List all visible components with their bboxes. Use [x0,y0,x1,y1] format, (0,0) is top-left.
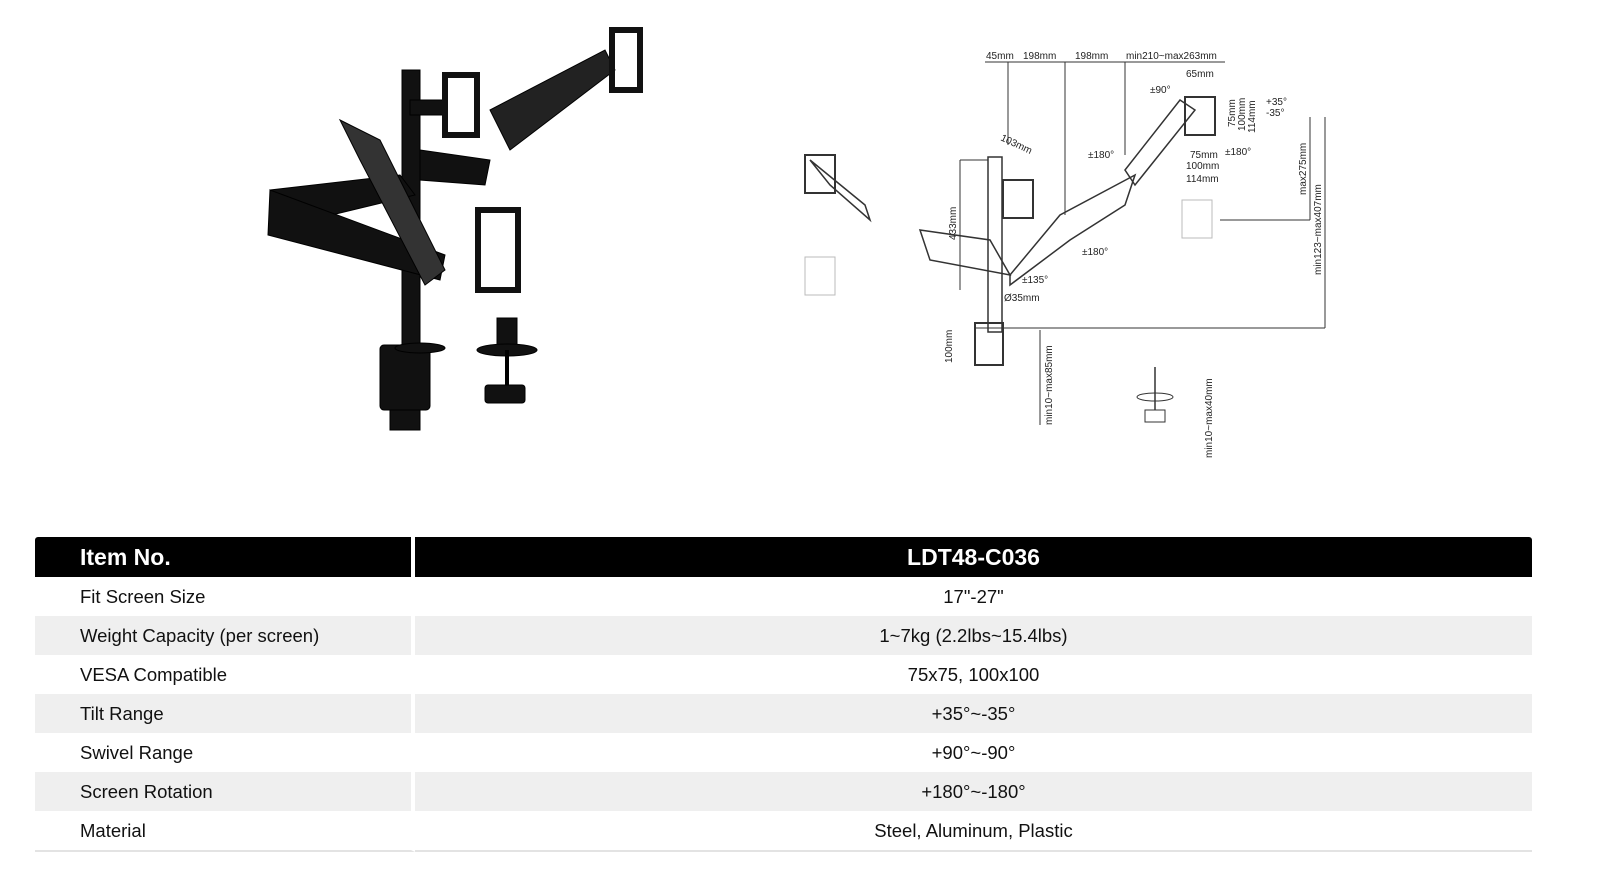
tilt-label: -35° [1266,108,1284,119]
rotation-label: ±180° [1082,247,1108,258]
dim-label: min210~max263mm [1126,51,1217,62]
dimension-drawing: 45mm 198mm 198mm min210~max263mm 65mm ±9… [804,51,1326,458]
dim-label: 198mm [1075,51,1108,62]
spec-value: 17"-27" [943,585,1004,607]
dim-label: 100mm [1237,98,1248,131]
spec-value: +35°~-35° [415,694,1532,733]
dim-label: 100mm [1186,161,1219,172]
dim-label: 100mm [944,330,955,363]
table-row: Screen Rotation+180°~-180° [35,772,1532,811]
rotation-label: ±180° [1088,150,1114,161]
spec-key: Tilt Range [35,694,415,733]
spec-value: 75x75, 100x100 [907,663,1040,685]
spec-key: Fit Screen Size [35,577,415,616]
table-header-row: Item No. LDT48-C036 [35,537,1532,577]
dim-label: 45mm [986,51,1014,62]
table-row: Fit Screen Size 17"-27" [35,577,1532,616]
spec-table: Item No. LDT48-C036 Fit Screen Size 17"-2… [35,537,1532,852]
dim-label: Ø35mm [1004,293,1040,304]
swivel-label: ±90° [1150,85,1171,96]
dim-label: min10~max40mm [1204,378,1215,458]
tilt-label: +35° [1266,97,1287,108]
spec-key: Screen Rotation [35,772,415,811]
dim-label: 75mm [1227,99,1238,127]
table-row: Tilt Range+35°~-35° [35,694,1532,733]
dim-label: 198mm [1023,51,1056,62]
spec-key: Weight Capacity (per screen) [35,616,415,655]
spec-key: VESA Compatible [35,655,415,694]
rotation-label: ±180° [1225,147,1251,158]
header-key: Item No. [35,537,415,577]
rotation-label: ±135° [1022,275,1048,286]
dim-label: 114mm [1186,174,1219,185]
spec-key: Material [35,811,415,852]
dim-label: min123~max407mm [1313,184,1324,275]
product-photo [267,27,643,431]
header-value: LDT48-C036 [415,537,1532,577]
dim-label: 75mm [1190,150,1218,161]
dim-label: 114mm [1247,100,1258,133]
table-row: Weight Capacity (per screen)1~7kg (2.2lb… [35,616,1532,655]
dim-label: max275mm [1298,143,1309,195]
table-row: Swivel Range +90°~-90° [35,733,1532,772]
spec-value: +180°~-180° [415,772,1532,811]
dim-label: 433mm [948,207,959,240]
spec-key: Swivel Range [35,733,415,772]
dim-label: 65mm [1186,69,1214,80]
spec-value: +90°~-90° [931,741,1016,763]
spec-value: 1~7kg (2.2lbs~15.4lbs) [415,616,1532,655]
vesa-plate [442,72,480,138]
spec-value: Steel, Aluminum, Plastic [415,811,1532,852]
vesa-plate [609,27,643,93]
dim-label: min10~max85mm [1044,345,1055,425]
dim-label: 103mm [999,133,1034,157]
table-row: VESA Compatible 75x75, 100x100 [35,655,1532,694]
vesa-plate [475,207,521,293]
